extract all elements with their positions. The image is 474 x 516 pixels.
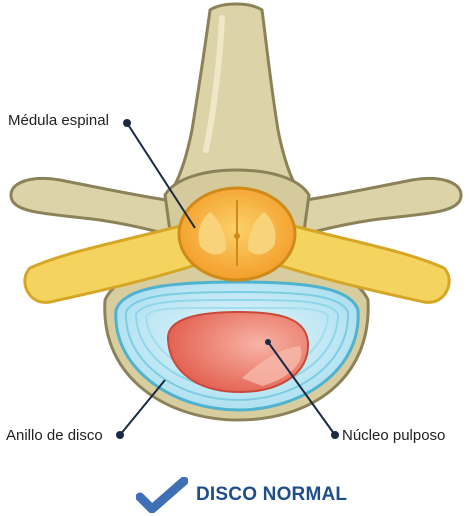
nerve-roots: [23, 220, 451, 304]
leader-anillo: [116, 379, 166, 439]
leader-nucleo: [265, 339, 339, 439]
status-text: DISCO NORMAL: [196, 484, 348, 505]
transverse-process-left: [9, 176, 207, 248]
label-spinal-cord: Médula espinal: [8, 112, 109, 129]
status-badge: DISCO NORMAL: [136, 475, 347, 515]
nucleus-pulposus: [166, 310, 310, 394]
leader-medula: [123, 119, 196, 229]
transverse-process-right: [265, 176, 463, 248]
label-disc-annulus: Anillo de disco: [6, 427, 103, 444]
label-nucleus: Núcleo pulposo: [342, 427, 446, 444]
spinous-process: [161, 2, 309, 202]
spinal-cord: [177, 186, 297, 282]
checkmark-icon: [136, 477, 188, 513]
